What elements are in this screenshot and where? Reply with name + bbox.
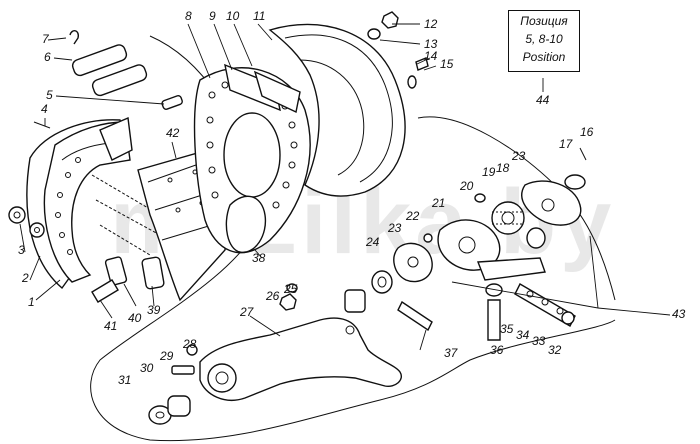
legend-title-ru: Позиция [520,14,568,28]
leader-lines [19,23,671,351]
part-label-25: 25 [284,282,298,296]
part-label-31: 31 [118,373,132,387]
brake-lever [199,317,402,401]
position-legend-box: Позиция 5, 8-10 Position [508,10,580,72]
part-label-27: 27 [240,305,254,319]
brake-shield [193,63,311,254]
part-label-24: 24 [366,235,380,249]
part-label-41: 41 [104,319,118,333]
part-label-23-left: 23 [388,221,402,235]
part-label-26: 26 [266,289,280,303]
part-label-23-right: 23 [512,149,526,163]
adjuster-assembly [371,147,587,341]
part-label-5: 5 [46,88,53,102]
part-label-3: 3 [18,243,25,257]
part-label-36: 36 [490,343,504,357]
part-label-40: 40 [128,311,142,325]
part-label-29: 29 [160,349,174,363]
part-label-42: 42 [166,126,180,140]
anchor-pin [91,279,119,303]
part-label-34: 34 [516,328,530,342]
part-label-19: 19 [482,165,496,179]
cam-bushing [141,256,165,290]
part-label-28: 28 [183,337,197,351]
part-label-16: 16 [580,125,594,139]
part-label-43: 43 [672,307,686,321]
part-label-20: 20 [460,179,474,193]
part-label-21: 21 [432,196,446,210]
part-label-11: 11 [253,9,266,23]
part-label-33: 33 [532,334,546,348]
part-label-9: 9 [209,9,216,23]
part-label-39: 39 [147,303,161,317]
part-label-12: 12 [424,17,438,31]
part-label-35: 35 [500,322,514,336]
part-label-30: 30 [140,361,154,375]
fasteners-top-left [33,30,183,129]
part-label-17: 17 [559,137,573,151]
bushings-bolts-bottom [148,283,433,425]
part-label-37: 37 [444,346,458,360]
brake-shoe-assembly [8,116,133,290]
legend-title-en: Position [522,50,566,64]
dust-shield [268,23,406,197]
part-label-7: 7 [42,32,49,46]
part-label-22: 22 [406,209,420,223]
roller-part [104,256,128,286]
legend-ref-label: 44 [536,93,550,107]
part-label-1: 1 [28,295,35,309]
part-label-38: 38 [252,251,266,265]
part-label-13: 13 [424,37,438,51]
part-label-14: 14 [424,49,438,63]
part-label-18: 18 [496,161,510,175]
part-label-32: 32 [548,343,562,357]
part-label-8: 8 [185,9,192,23]
part-label-4: 4 [41,102,48,116]
part-label-6: 6 [44,50,51,64]
part-label-15: 15 [440,57,454,71]
legend-positions: 5, 8-10 [525,32,563,46]
expander-bracket [225,195,267,253]
part-label-10: 10 [226,9,240,23]
part-label-2: 2 [22,271,29,285]
